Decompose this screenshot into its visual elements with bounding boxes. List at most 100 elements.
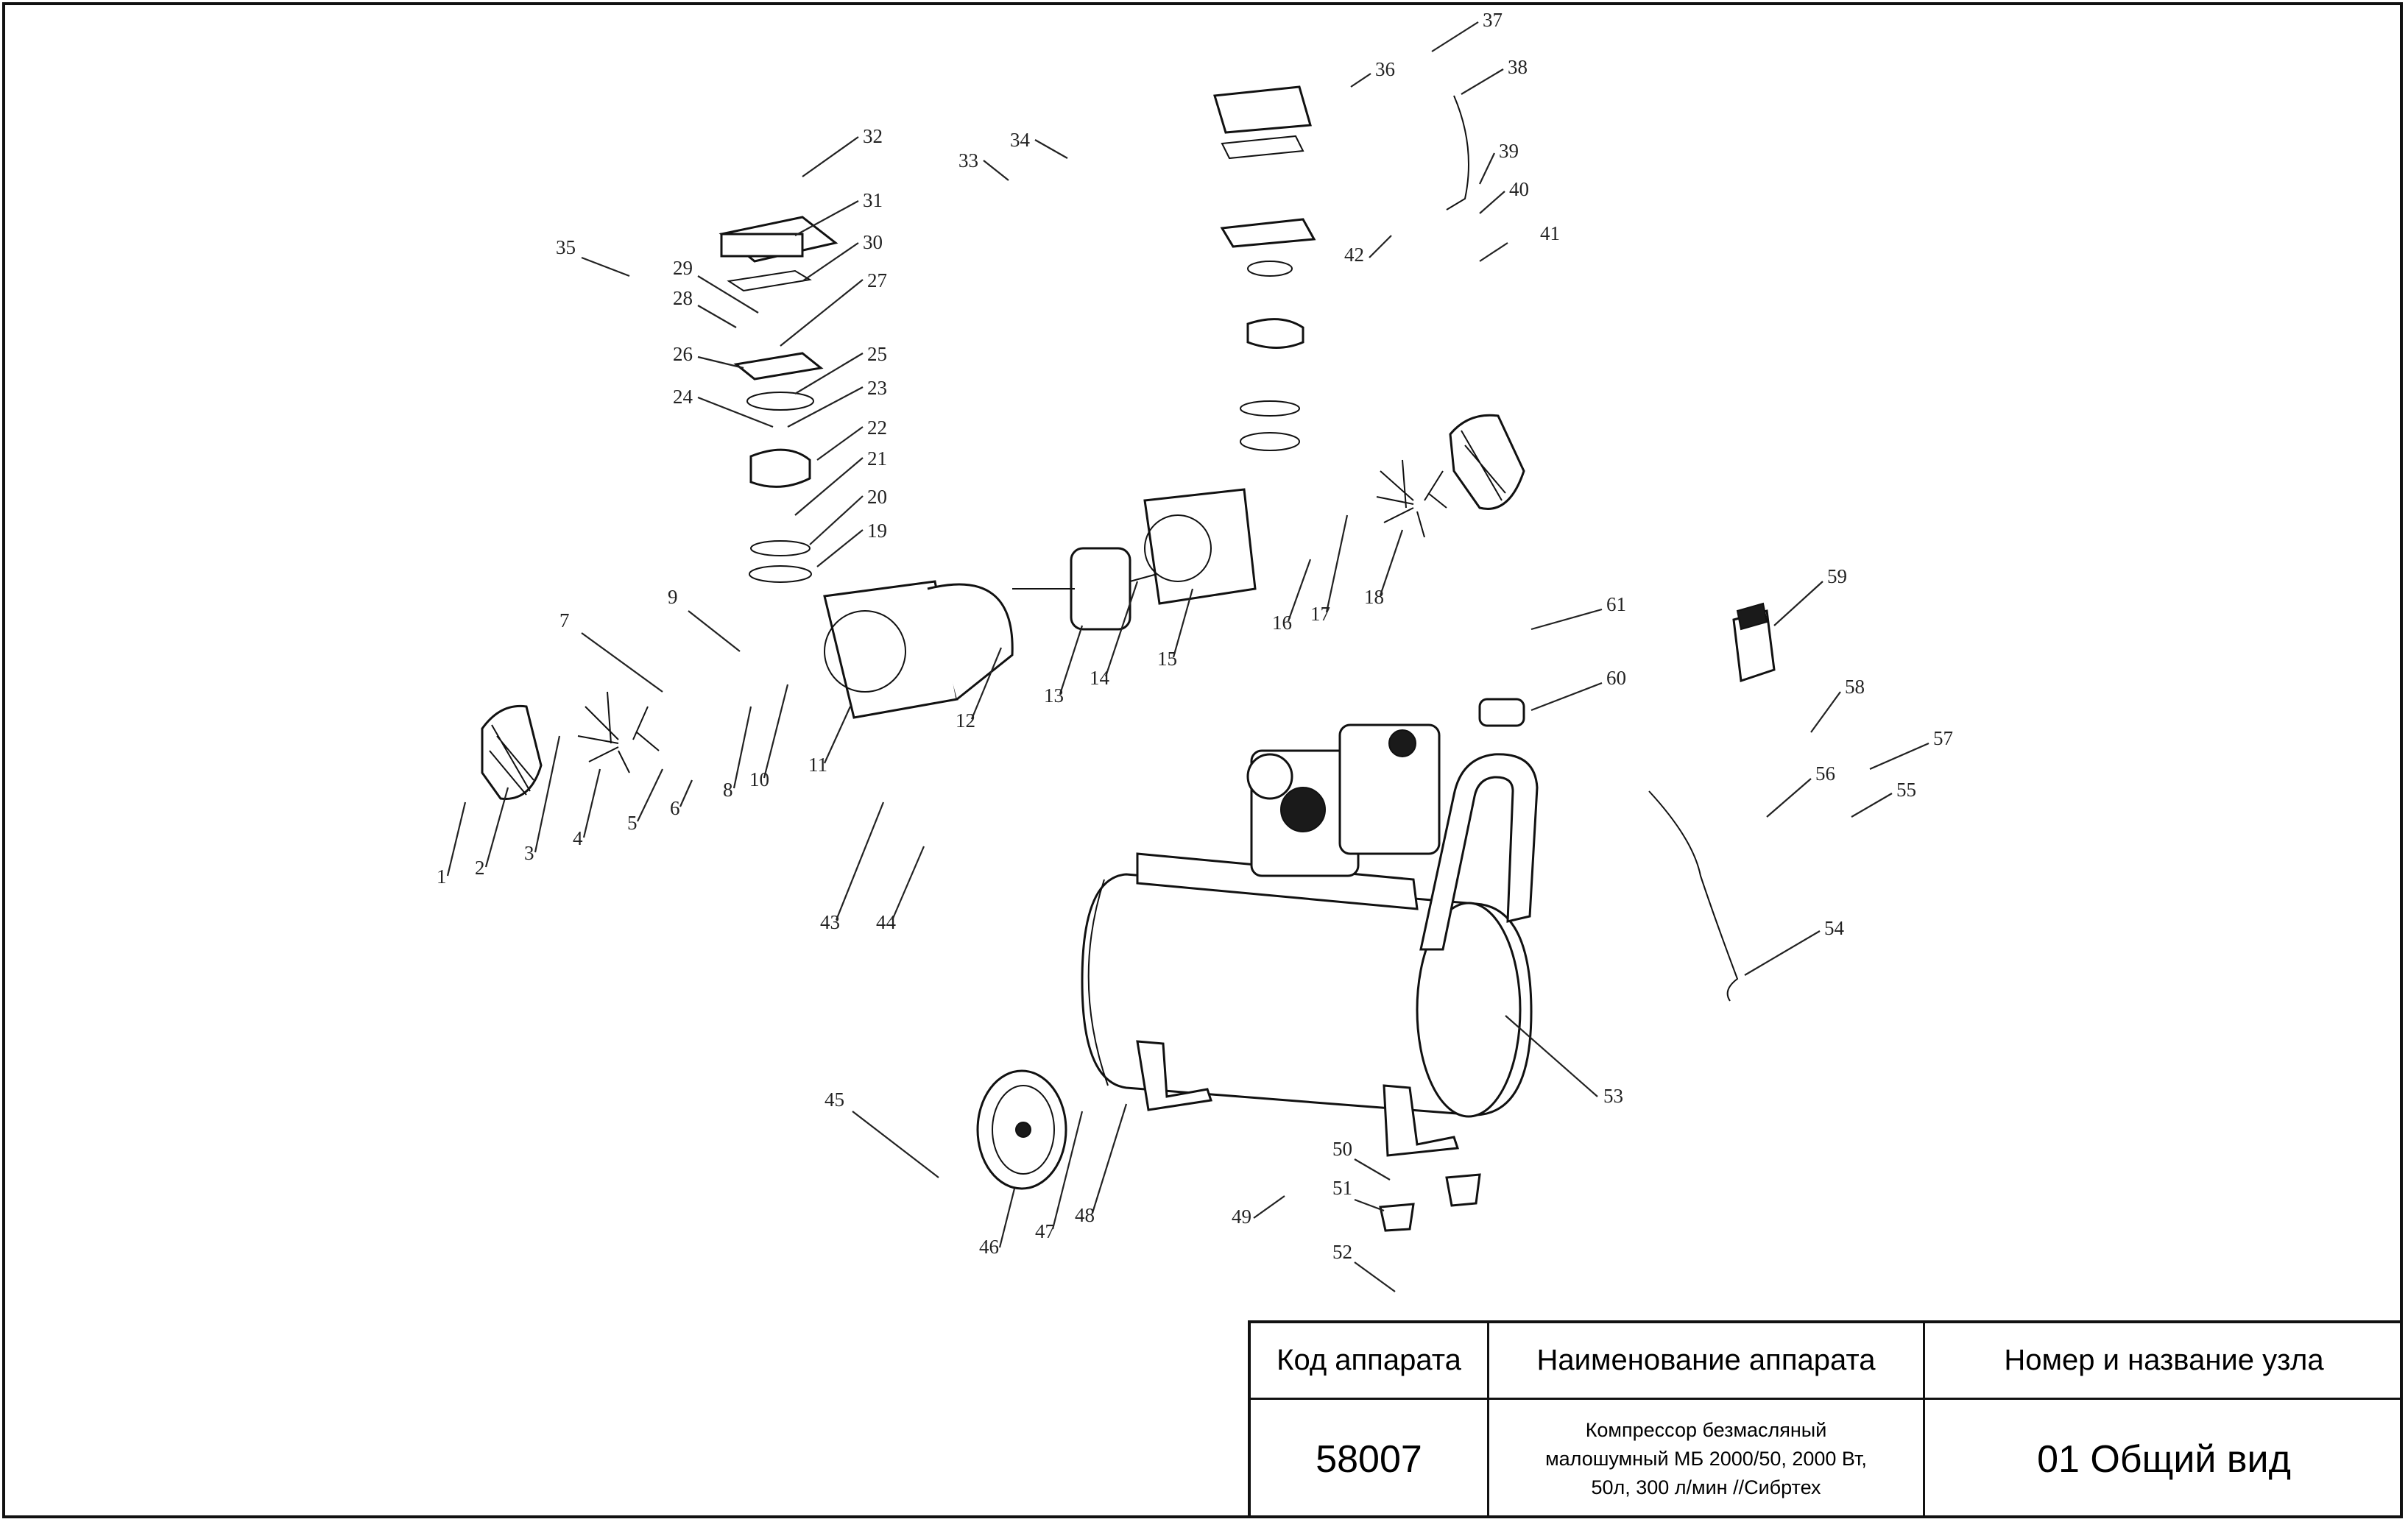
callout-37: 37 [1483, 9, 1503, 31]
callout-58: 58 [1845, 676, 1865, 698]
rotor [1012, 547, 1171, 631]
callout-14: 14 [1090, 667, 1110, 689]
left-fan [577, 691, 660, 774]
leader-line-9 [688, 610, 741, 652]
right-crankcase [1143, 488, 1257, 605]
callout-47: 47 [1035, 1220, 1055, 1242]
left-fan-cover [481, 704, 543, 800]
leader-line-32 [802, 136, 859, 177]
right-fan-cover [1449, 414, 1525, 510]
callout-60: 60 [1606, 667, 1626, 689]
node-title: 01 Общий вид [2037, 1437, 2291, 1481]
callout-38: 38 [1508, 56, 1528, 78]
leader-line-33 [983, 160, 1009, 181]
apparatus-name-line: 50л, 300 л/мин //Сибртех [1591, 1476, 1821, 1499]
leader-line-41 [1479, 242, 1508, 262]
leader-line-54 [1744, 930, 1821, 976]
handle [1419, 753, 1539, 951]
assembled-motor [1246, 723, 1441, 877]
leader-line-47 [1051, 1111, 1084, 1230]
leader-line-53 [1505, 1015, 1598, 1097]
callout-16: 16 [1272, 612, 1292, 634]
leader-line-26 [697, 355, 744, 369]
callout-12: 12 [956, 709, 975, 732]
right-fan [1376, 459, 1447, 538]
callout-52: 52 [1332, 1241, 1352, 1263]
leader-line-35 [581, 256, 630, 277]
leader-line-22 [816, 426, 864, 461]
right-cylinder-head-stack [1213, 85, 1316, 451]
callout-44: 44 [876, 911, 897, 933]
apparatus-name: Компрессор безмасляный малошумный МБ 200… [1489, 1400, 1925, 1518]
callout-11: 11 [808, 754, 827, 776]
leader-line-31 [794, 200, 859, 236]
callout-4: 4 [573, 827, 583, 849]
callout-leaders [446, 21, 1929, 1292]
leader-line-8 [732, 706, 752, 789]
leader-line-45 [852, 1111, 939, 1178]
callout-36: 36 [1375, 58, 1395, 80]
leader-line-49 [1253, 1195, 1285, 1219]
callout-18: 18 [1364, 586, 1384, 608]
connecting-hose [1446, 95, 1469, 210]
leader-line-57 [1869, 742, 1929, 771]
callout-10: 10 [749, 768, 769, 790]
header-name: Наименование аппарата [1489, 1323, 1925, 1400]
leader-line-56 [1766, 778, 1812, 818]
callout-59: 59 [1827, 565, 1847, 587]
callout-1: 1 [437, 866, 447, 888]
leader-line-20 [809, 495, 864, 545]
callout-13: 13 [1044, 684, 1064, 707]
callout-19: 19 [867, 520, 887, 542]
leader-line-19 [816, 529, 864, 567]
callout-22: 22 [867, 417, 887, 439]
leader-line-40 [1479, 191, 1505, 214]
apparatus-name-line: малошумный МБ 2000/50, 2000 Вт, [1545, 1447, 1867, 1470]
leader-line-34 [1034, 139, 1068, 159]
leader-line-27 [780, 279, 864, 347]
capacitor [1478, 698, 1525, 727]
rubber-foot-right [1445, 1173, 1481, 1207]
callout-35: 35 [556, 236, 576, 258]
leader-line-12 [970, 647, 1003, 720]
rubber-foot-left [1379, 1203, 1415, 1232]
callout-51: 51 [1332, 1177, 1352, 1199]
callout-57: 57 [1933, 727, 1953, 749]
callout-17: 17 [1310, 603, 1330, 625]
callout-29: 29 [673, 257, 693, 279]
leader-line-17 [1325, 514, 1349, 613]
leader-line-15 [1172, 588, 1194, 658]
leader-line-60 [1530, 682, 1603, 712]
callout-20: 20 [867, 486, 887, 508]
leader-line-11 [823, 706, 852, 764]
callout-23: 23 [867, 377, 887, 399]
leader-line-1 [446, 801, 467, 877]
leader-line-23 [787, 386, 864, 428]
callout-30: 30 [863, 231, 883, 253]
leader-line-36 [1350, 73, 1371, 88]
leader-line-48 [1091, 1103, 1128, 1214]
rear-foot [1383, 1084, 1460, 1157]
callout-15: 15 [1157, 648, 1177, 670]
callout-27: 27 [867, 269, 887, 291]
callout-32: 32 [863, 125, 883, 147]
wheel [976, 1069, 1067, 1190]
apparatus-code: 58007 [1251, 1400, 1489, 1518]
parts-layer [481, 85, 1776, 1232]
title-block: Код аппарата Наименование аппарата Номер… [1248, 1320, 2403, 1518]
leader-line-46 [998, 1188, 1016, 1248]
callout-21: 21 [867, 447, 887, 470]
leader-line-44 [891, 846, 925, 921]
leader-line-7 [581, 632, 663, 693]
receiver-tank [1081, 852, 1533, 1118]
leader-line-61 [1530, 608, 1603, 631]
leader-line-39 [1479, 152, 1495, 185]
callout-56: 56 [1815, 762, 1835, 785]
leader-line-16 [1287, 559, 1312, 622]
callout-43: 43 [820, 911, 840, 933]
callout-42: 42 [1344, 244, 1364, 266]
leader-line-25 [794, 353, 864, 394]
leader-line-29 [697, 275, 759, 314]
